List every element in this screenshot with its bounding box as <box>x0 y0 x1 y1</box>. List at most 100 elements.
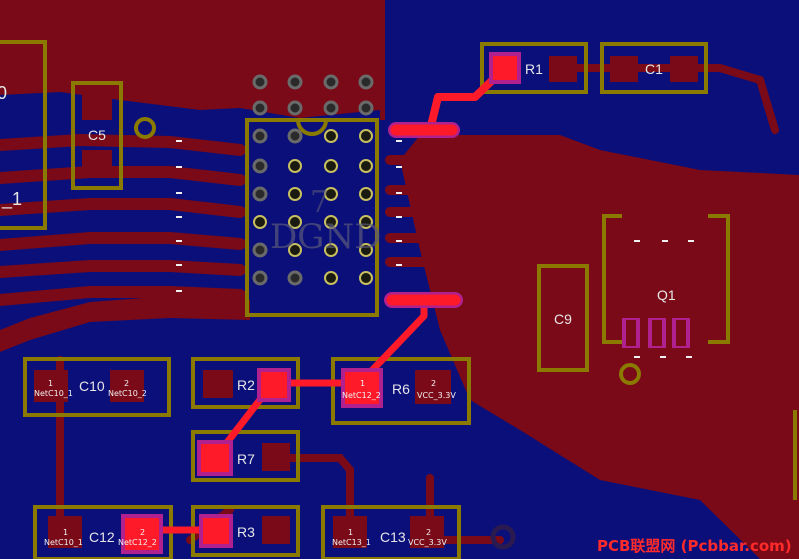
designator-r1: R1 <box>525 61 543 77</box>
pad-net-label: NetC10_1 <box>44 538 83 547</box>
pad-number: 1 <box>348 528 353 537</box>
pad-net-label: NetC10_2 <box>108 389 147 398</box>
c10-outline <box>23 357 171 417</box>
c9-pad-2 <box>548 332 578 360</box>
ic-via-grid[interactable] <box>252 74 374 286</box>
pad-number: 2 <box>140 528 145 537</box>
r6-pad-2 <box>415 370 451 404</box>
via-icon[interactable] <box>323 74 339 90</box>
designator-c9: C9 <box>554 311 572 327</box>
c13-pad-1 <box>333 516 367 548</box>
c5-outline <box>71 81 123 190</box>
via-icon[interactable] <box>287 74 303 90</box>
test-point-icon[interactable] <box>134 117 156 139</box>
via-icon[interactable] <box>324 271 338 285</box>
via-icon[interactable] <box>323 100 339 116</box>
designator-r2: R2 <box>237 377 255 393</box>
u-main-outline <box>245 118 379 317</box>
pad-number: 2 <box>124 379 129 388</box>
r7-pad-2 <box>262 443 290 471</box>
designator-r7: R7 <box>237 451 255 467</box>
via-icon[interactable] <box>324 243 338 257</box>
via-icon[interactable] <box>324 215 338 229</box>
via-icon[interactable] <box>359 187 373 201</box>
designator-c1: C1 <box>645 61 663 77</box>
c9-outline <box>537 264 589 372</box>
designator-c12: C12 <box>89 529 115 545</box>
ghost-digit: 7 <box>310 185 329 220</box>
c13-pad-2 <box>410 516 444 548</box>
via-icon[interactable] <box>252 100 268 116</box>
designator-c10: C10 <box>79 378 105 394</box>
test-point-icon[interactable] <box>619 363 641 385</box>
pad-number: 1 <box>360 379 365 388</box>
pad-number: 2 <box>426 528 431 537</box>
via-icon[interactable] <box>252 242 268 258</box>
via-icon[interactable] <box>252 158 268 174</box>
via-icon[interactable] <box>324 129 338 143</box>
via-icon[interactable] <box>252 74 268 90</box>
ghost-label: DGND <box>270 217 381 257</box>
via-icon[interactable] <box>324 187 338 201</box>
pad-number: 1 <box>63 528 68 537</box>
c1-pad-1 <box>610 56 638 82</box>
designator-c5: C5 <box>88 127 106 143</box>
pad-net-label: NetC13_1 <box>332 538 371 547</box>
via-icon[interactable] <box>358 100 374 116</box>
bottom-pads[interactable] <box>34 56 698 548</box>
via-icon[interactable] <box>359 215 373 229</box>
via-icon[interactable] <box>358 74 374 90</box>
designator-q1: Q1 <box>657 287 676 303</box>
via-icon[interactable] <box>324 159 338 173</box>
q1-outline <box>602 214 730 344</box>
via-icon[interactable] <box>252 128 268 144</box>
via-icon[interactable] <box>359 159 373 173</box>
c12-pad-1 <box>48 516 82 548</box>
r1-outline <box>480 42 588 94</box>
pad-number: 1 <box>48 379 53 388</box>
r6-outline <box>331 357 471 425</box>
c5-pad-2 <box>82 150 112 178</box>
pad-number: 2 <box>431 379 436 388</box>
pad-net-label: VCC_3.3V <box>417 391 456 400</box>
top-pads[interactable] <box>121 52 521 554</box>
c13-outline <box>321 505 461 559</box>
pad-net-label: NetC12_2 <box>342 391 381 400</box>
via-icon[interactable] <box>253 215 267 229</box>
r1-pad-2 <box>549 56 577 82</box>
via-icon[interactable] <box>359 129 373 143</box>
designator-r6: R6 <box>392 381 410 397</box>
partial-left-outline <box>0 40 47 230</box>
u-main-notch <box>296 119 328 136</box>
via-icon[interactable] <box>359 243 373 257</box>
designator-c13: C13 <box>380 529 406 545</box>
q1-leads[interactable] <box>622 258 690 348</box>
r2-pad-1 <box>203 370 233 398</box>
pad-net-label: NetC10_1 <box>34 389 73 398</box>
c10-pad-2 <box>110 370 144 402</box>
via-icon[interactable] <box>287 270 303 286</box>
via-icon[interactable] <box>287 100 303 116</box>
designator-r3: R3 <box>237 524 255 540</box>
via-icon[interactable] <box>288 215 302 229</box>
via-icon[interactable] <box>288 187 302 201</box>
partial-designator: _1 <box>1 189 22 210</box>
via-icon[interactable] <box>252 186 268 202</box>
pin-markers <box>176 140 694 358</box>
via-icon[interactable] <box>287 128 303 144</box>
via-icon[interactable] <box>252 270 268 286</box>
via-icon[interactable] <box>490 524 516 550</box>
via-icon[interactable] <box>359 271 373 285</box>
pad-net-label: VCC_3.3V <box>408 538 447 547</box>
partial-designator: 0 <box>0 83 7 103</box>
pad-net-label: NetC12_2 <box>118 538 157 547</box>
via-icon[interactable] <box>288 159 302 173</box>
via-icon[interactable] <box>288 243 302 257</box>
c1-pad-2 <box>670 56 698 82</box>
c9-pad-1 <box>548 274 578 302</box>
watermark: PCB联盟网 (Pcbbar.com) <box>597 537 792 555</box>
r7-outline <box>191 430 300 482</box>
